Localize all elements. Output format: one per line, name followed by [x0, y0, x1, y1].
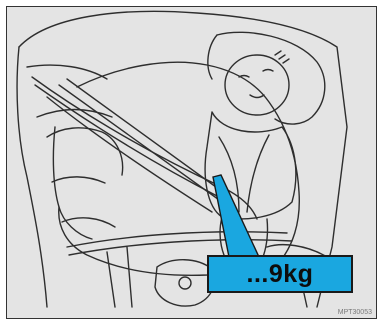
child-seat-shell: [59, 62, 300, 275]
vehicle-seat-left-edge: [17, 47, 47, 307]
weight-callout-label: ...9kg: [247, 260, 314, 289]
figure-code: MPT30053: [338, 309, 372, 316]
seat-buckle: [155, 260, 215, 306]
baby-head: [225, 55, 289, 115]
child-seat-headrest: [217, 32, 325, 124]
weight-callout-box: ...9kg: [207, 255, 353, 293]
